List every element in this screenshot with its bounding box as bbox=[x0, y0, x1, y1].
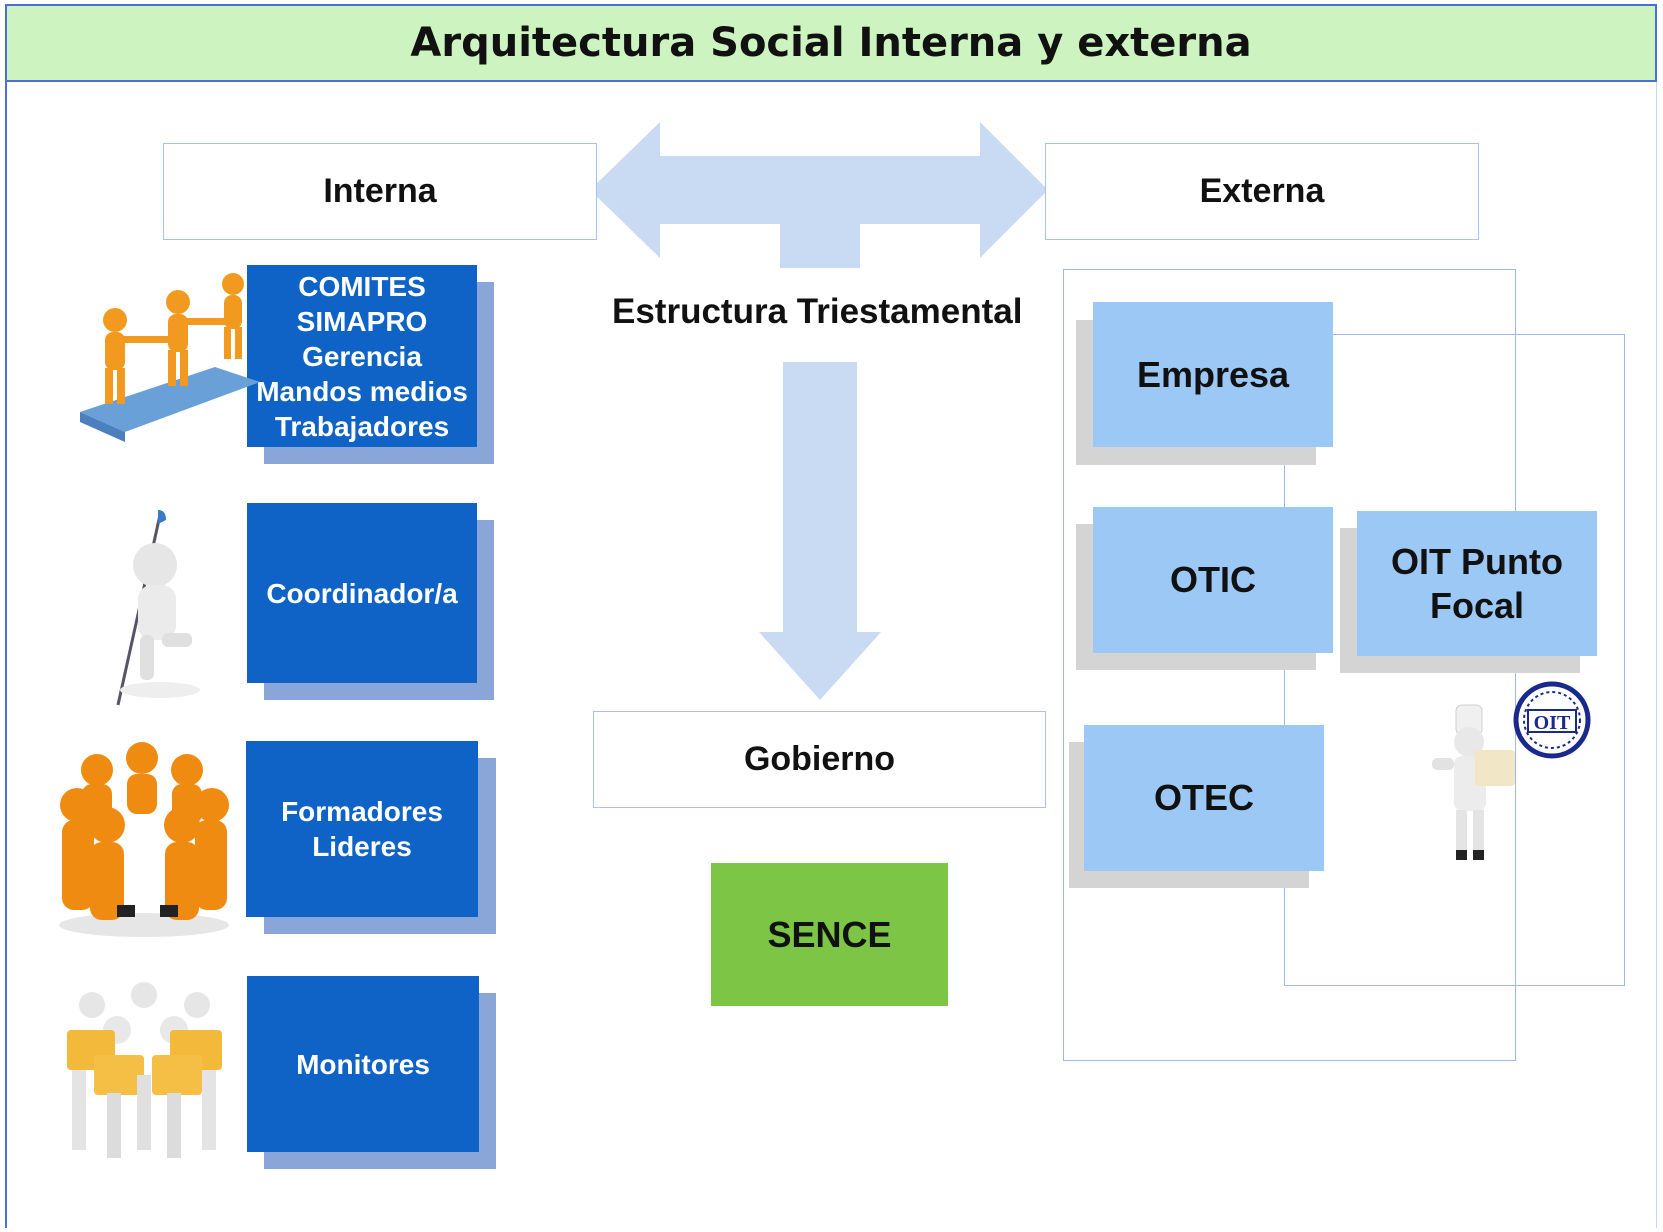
down-arrow-icon bbox=[759, 362, 881, 700]
empresa-label: Empresa bbox=[1136, 353, 1290, 395]
formadores-box: Formadores Lideres bbox=[246, 741, 478, 917]
pointer-person-illustration bbox=[116, 510, 200, 706]
page-title: Arquitectura Social Interna y externa bbox=[410, 20, 1252, 66]
gerencia-line: Gerencia bbox=[302, 340, 422, 372]
team-puzzle-illustration bbox=[80, 273, 260, 442]
header-gobierno: Gobierno bbox=[593, 711, 1046, 808]
oit-punto-line: OIT Punto bbox=[1391, 540, 1563, 582]
comites-box: COMITES SIMAPRO Gerencia Mandos medios T… bbox=[247, 265, 477, 447]
double-arrow-icon bbox=[590, 122, 1048, 268]
sence-box: SENCE bbox=[711, 863, 948, 1006]
simapro-line: SIMAPRO bbox=[296, 305, 428, 337]
formadores-line: Formadores bbox=[281, 796, 443, 827]
estructura-label: Estructura Triestamental bbox=[612, 292, 1023, 331]
otec-label: OTEC bbox=[1153, 777, 1254, 818]
title-bar: Arquitectura Social Interna y externa bbox=[5, 4, 1657, 82]
oit-focal-line: Focal bbox=[1429, 584, 1525, 626]
folder-team-illustration bbox=[67, 982, 222, 1158]
otec-box: OTEC bbox=[1084, 725, 1324, 871]
empresa-box: Empresa bbox=[1093, 302, 1333, 447]
oit-logo-text: OIT bbox=[1534, 712, 1571, 734]
header-interna: Interna bbox=[163, 143, 597, 240]
oit-punto-focal-box: OIT Punto Focal bbox=[1357, 511, 1597, 656]
mandos-medios-line: Mandos medios bbox=[256, 375, 468, 407]
coordinador-box: Coordinador/a bbox=[247, 503, 477, 683]
comites-line: COMITES bbox=[298, 270, 426, 302]
coordinador-line: Coordinador/a bbox=[266, 577, 458, 609]
lideres-line: Lideres bbox=[312, 831, 412, 862]
slide-frame bbox=[5, 4, 1657, 1228]
header-gobierno-label: Gobierno bbox=[743, 740, 896, 778]
monitores-box: Monitores bbox=[247, 976, 479, 1152]
team-huddle-illustration bbox=[59, 742, 229, 937]
otic-box: OTIC bbox=[1093, 507, 1333, 653]
header-externa: Externa bbox=[1045, 143, 1479, 240]
header-externa-label: Externa bbox=[1199, 172, 1325, 210]
otic-label: OTIC bbox=[1170, 559, 1256, 600]
sence-label: SENCE bbox=[767, 913, 892, 955]
trabajadores-line: Trabajadores bbox=[274, 410, 450, 442]
oit-logo-icon: OIT bbox=[1513, 681, 1591, 759]
monitores-line: Monitores bbox=[296, 1048, 430, 1080]
header-interna-label: Interna bbox=[323, 172, 437, 210]
presenter-person-illustration bbox=[1432, 704, 1515, 860]
